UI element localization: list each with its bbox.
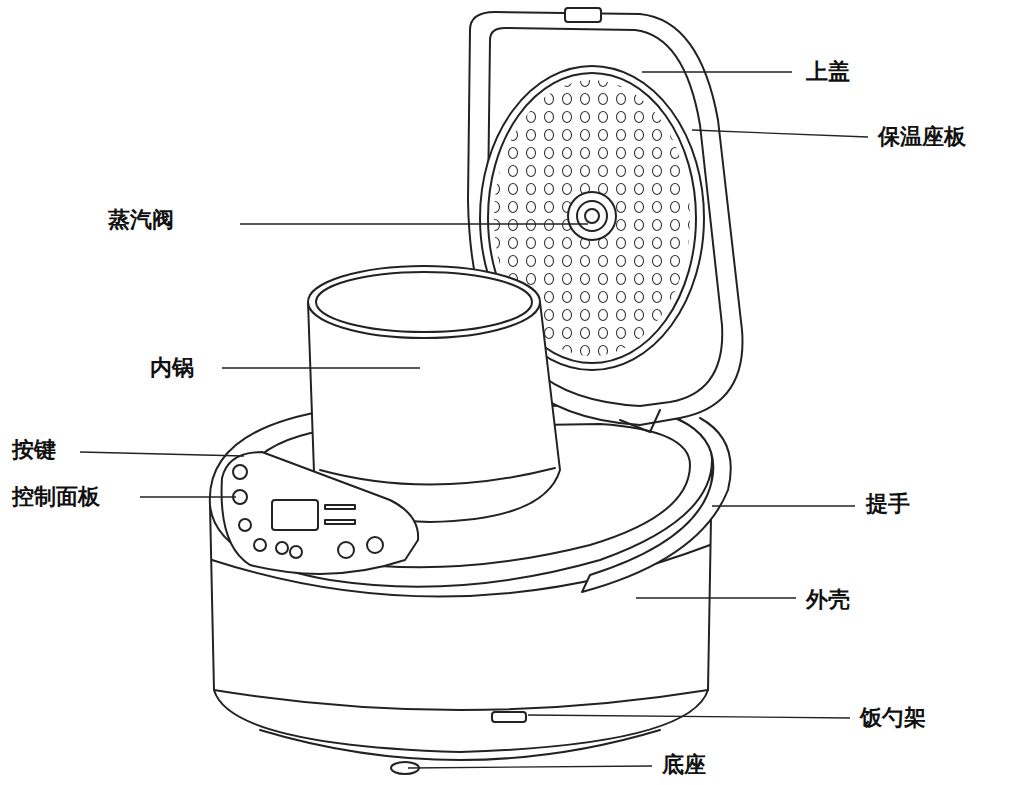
part-label: 按键 [12, 437, 56, 463]
part-label: 提手 [866, 491, 910, 517]
part-label: 保温座板 [878, 124, 966, 150]
part-label: 外壳 [806, 587, 850, 613]
part-label: 内锅 [150, 355, 194, 381]
part-label: 控制面板 [12, 484, 100, 510]
part-label: 底座 [662, 752, 706, 778]
part-label: 蒸汽阀 [108, 207, 174, 233]
part-label: 上盖 [806, 59, 850, 85]
part-label: 饭勺架 [860, 705, 926, 731]
